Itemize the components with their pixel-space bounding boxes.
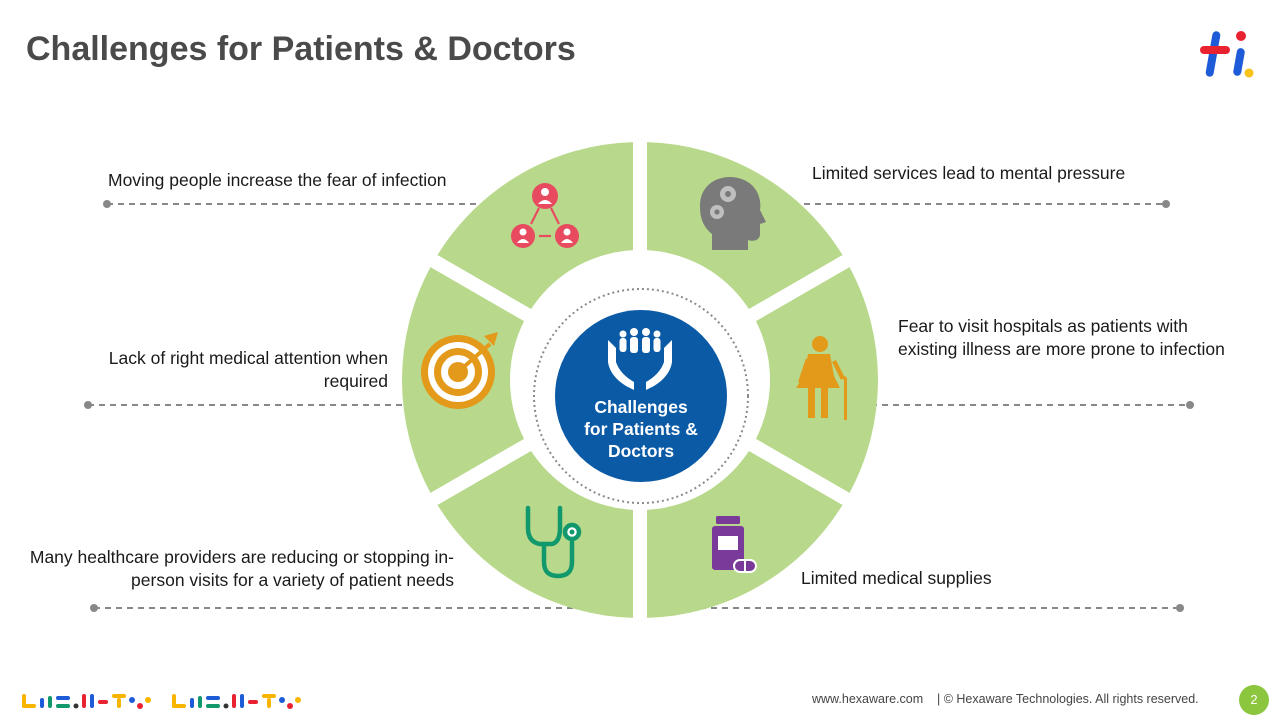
challenge-4-text: Fear to visit hospitals as patients with…: [898, 316, 1225, 359]
head-gears-icon: [700, 177, 766, 250]
center-label: Challenges for Patients & Doctors: [584, 397, 698, 461]
connector-lines: [88, 203, 1190, 609]
challenge-5-text: Many healthcare providers are reducing o…: [29, 547, 454, 590]
segment-bottom-right: [647, 449, 843, 618]
footer-website[interactable]: www.hexaware.com: [812, 692, 924, 706]
challenge-2-text: Limited services lead to mental pressure: [812, 163, 1126, 183]
center-circle: [555, 310, 727, 482]
target-icon: [421, 332, 498, 409]
page-number-badge: 2: [1239, 685, 1269, 715]
challenge-3-text: Lack of right medical attention when req…: [108, 348, 388, 391]
dotted-ring: [533, 288, 749, 504]
elderly-person-icon: [796, 336, 847, 420]
community-care-icon: [608, 328, 672, 390]
segment-top-left: [437, 142, 633, 311]
page-title: Challenges for Patients & Doctors: [26, 30, 576, 68]
challenge-1-text: Moving people increase the fear of infec…: [108, 170, 447, 190]
connector-dots: [84, 200, 1194, 612]
segment-bottom-left: [437, 449, 633, 618]
hexaware-logo: [1200, 31, 1254, 78]
medicine-bottle-icon: [712, 516, 757, 573]
people-network-icon: [511, 183, 579, 248]
challenge-6-text: Limited medical supplies: [801, 568, 992, 588]
footer-copyright: | © Hexaware Technologies. All rights re…: [937, 692, 1199, 706]
brand-pattern-decoration: [22, 694, 301, 709]
stethoscope-icon: [525, 505, 582, 579]
